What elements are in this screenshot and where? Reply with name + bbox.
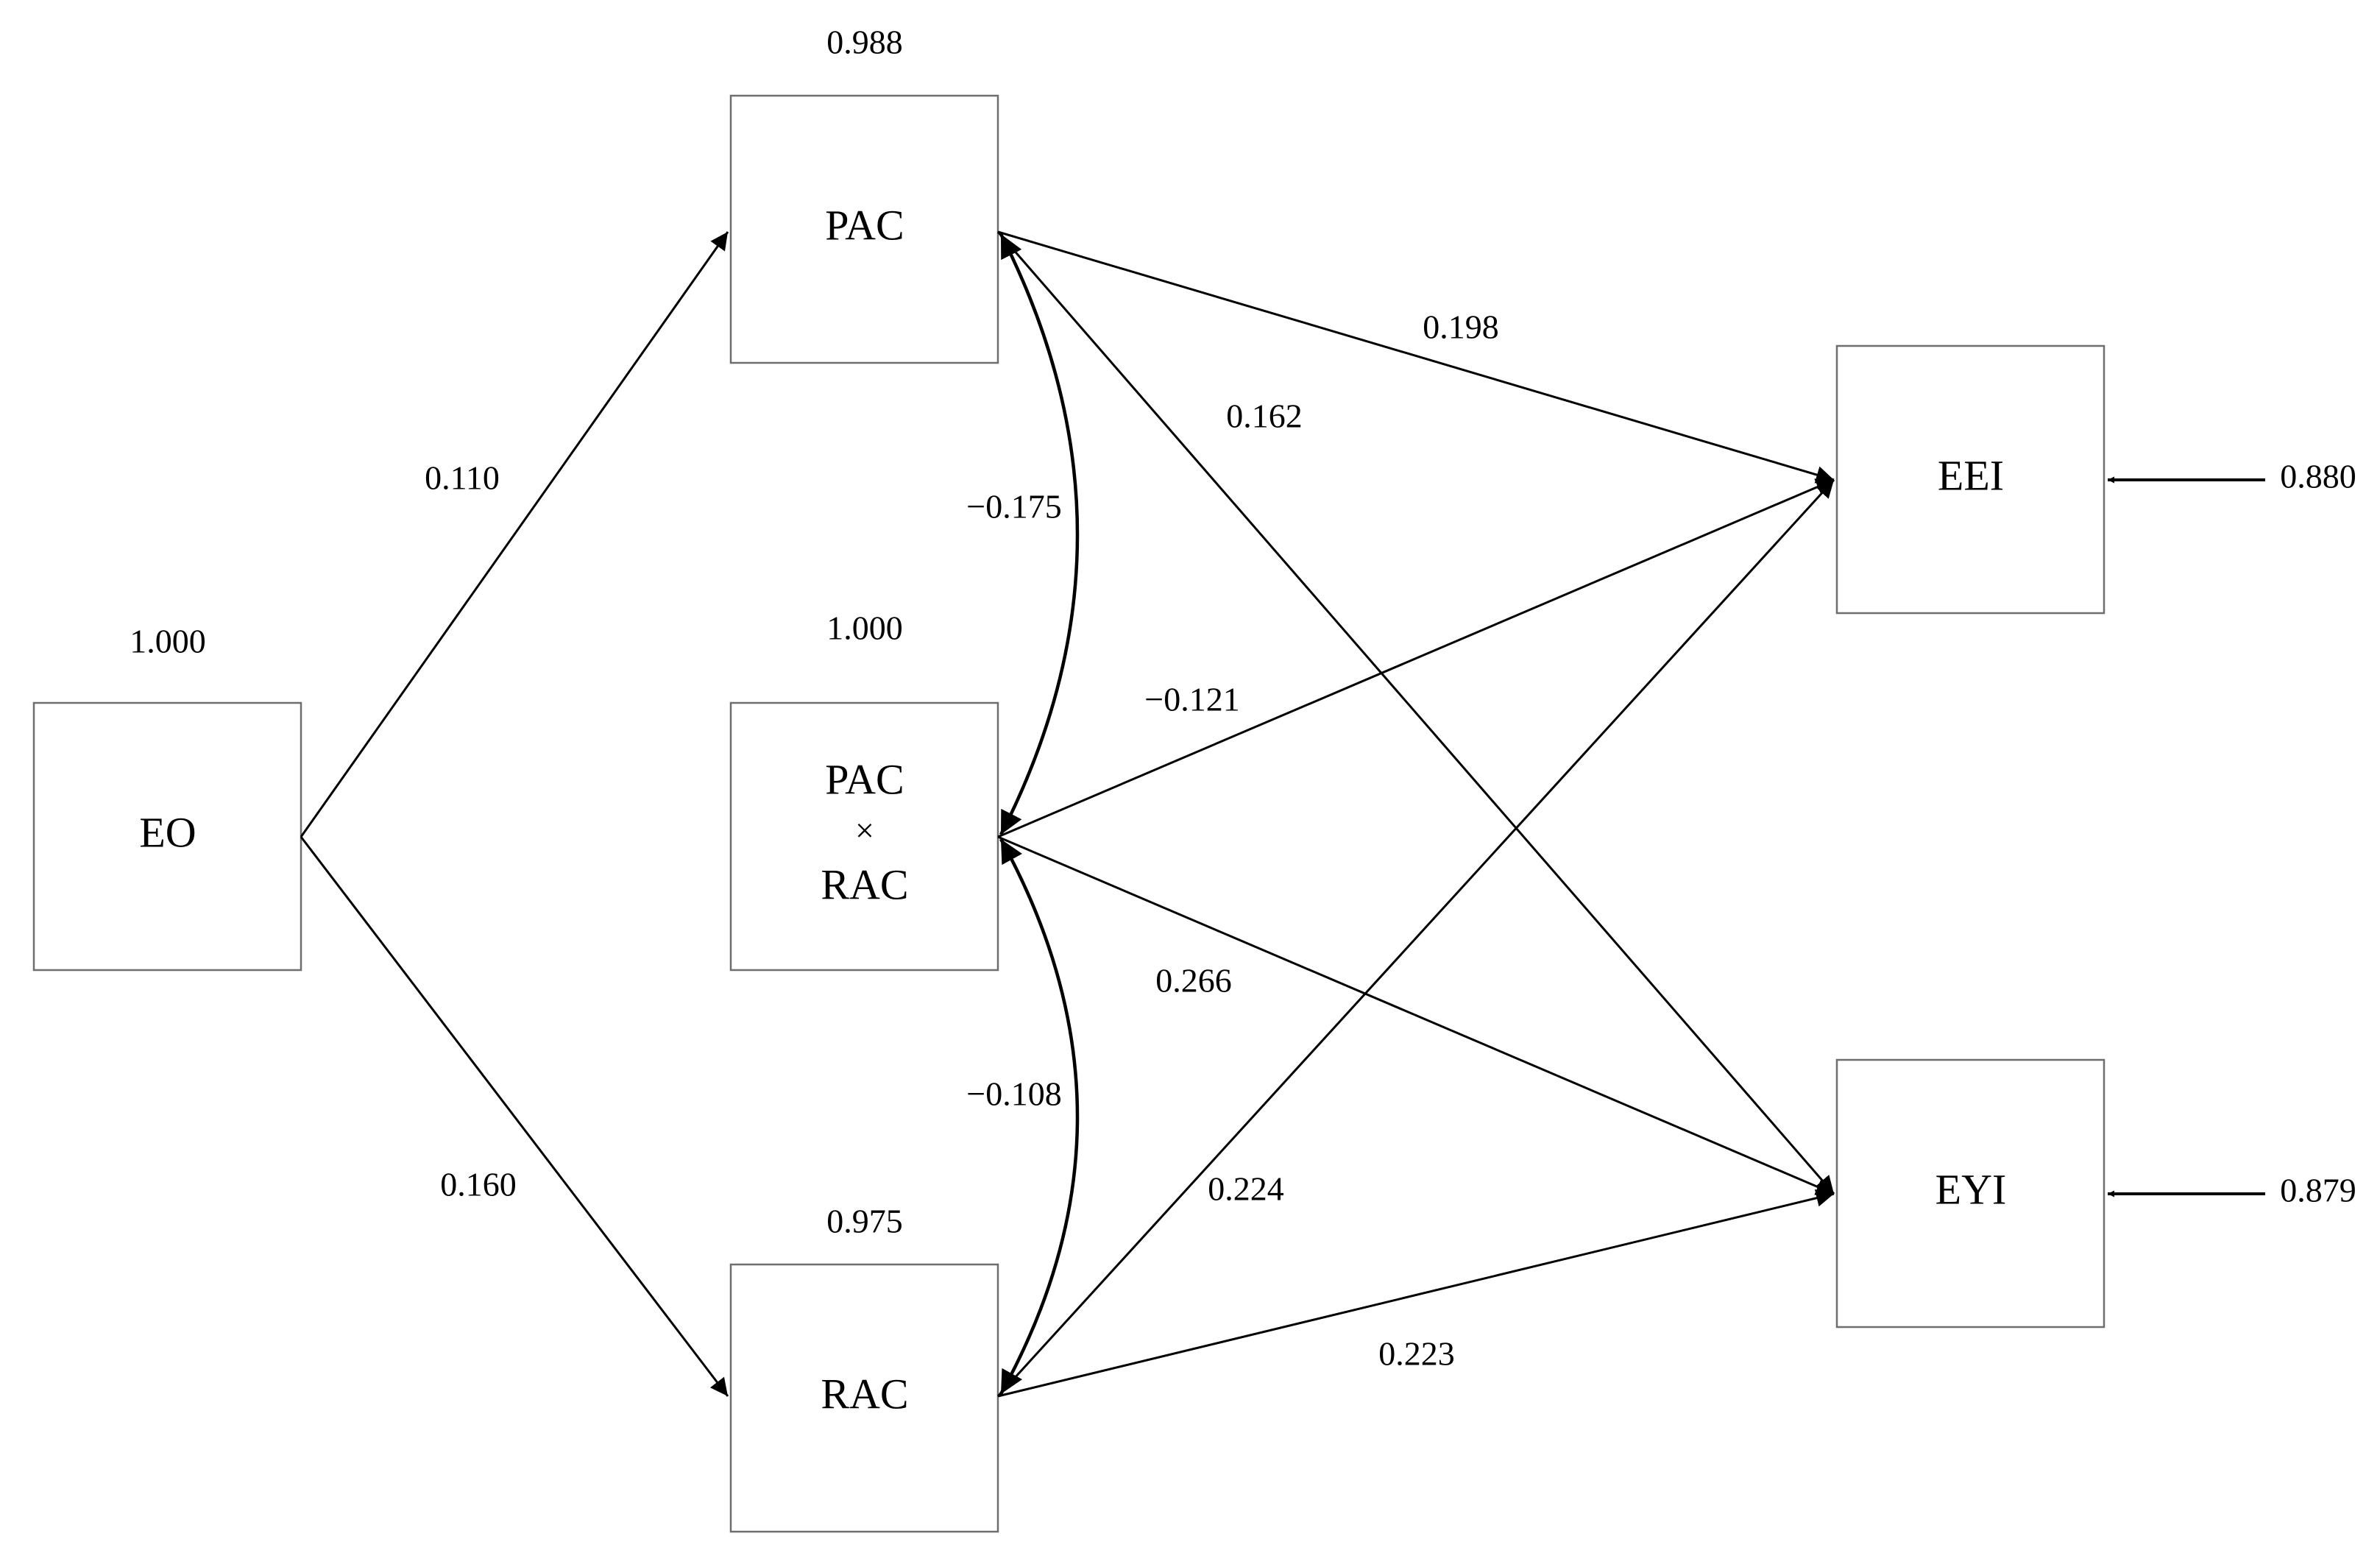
rac-box: [729, 1263, 999, 1533]
path-int-eyi: [997, 835, 1835, 1195]
coef-eo-pac: 0.110: [425, 459, 500, 497]
coef-cov-pac-int: −0.175: [966, 488, 1061, 526]
coef-pac-eyi: 0.162: [1226, 397, 1303, 435]
coef-cov-int-rac: −0.108: [966, 1075, 1061, 1113]
coef-int-eyi: 0.266: [1155, 962, 1232, 1000]
interaction-variance: 1.000: [826, 609, 903, 647]
pac-box: [729, 94, 999, 364]
eei-box: [1835, 344, 2105, 615]
coef-eo-rac: 0.160: [440, 1166, 517, 1203]
path-pac-eei: [997, 230, 1835, 484]
eei-residual: 0.880: [2280, 458, 2356, 495]
path-eo-rac: [300, 836, 729, 1397]
pac-label: PAC: [825, 201, 904, 249]
eyi-residual: 0.879: [2280, 1172, 2356, 1209]
coef-rac-eei: 0.224: [1208, 1170, 1284, 1208]
interaction-label-times: ×: [855, 812, 874, 849]
covariance-int-rac: [999, 838, 1080, 1395]
coef-pac-eei: 0.198: [1423, 308, 1499, 346]
path-pac-eyi: [996, 231, 1835, 1195]
eyi-label: EYI: [1935, 1165, 2007, 1213]
path-rac-eyi: [997, 1189, 1835, 1398]
eei-label: EEI: [1938, 451, 2004, 499]
interaction-box: [729, 701, 999, 972]
coef-rac-eyi: 0.223: [1378, 1335, 1455, 1373]
rac-label: RAC: [821, 1370, 908, 1418]
covariance-pac-int: [999, 233, 1080, 836]
rac-variance: 0.975: [826, 1203, 903, 1240]
coef-int-eei: −0.121: [1144, 681, 1239, 718]
eo-label: EO: [139, 808, 196, 856]
eyi-box: [1835, 1058, 2105, 1329]
path-int-eei: [997, 478, 1835, 838]
interaction-label-pac: PAC: [825, 755, 904, 803]
path-eo-pac: [300, 231, 729, 838]
eo-box: [32, 701, 302, 972]
eo-variance: 1.000: [130, 623, 206, 660]
pac-variance: 0.988: [826, 24, 903, 61]
interaction-label-rac: RAC: [821, 860, 908, 908]
path-rac-eei: [996, 478, 1835, 1398]
